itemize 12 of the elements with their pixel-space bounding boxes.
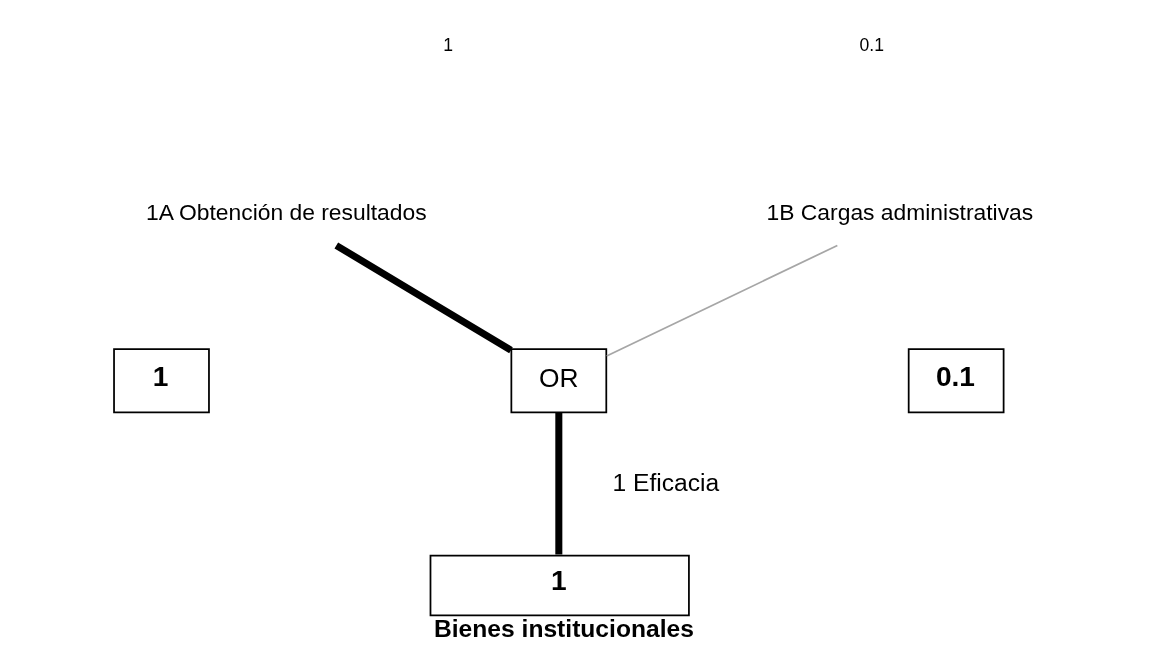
connector xyxy=(605,244,838,357)
node-text: 1B Cargas administrativas xyxy=(766,198,1033,225)
node-text: 1A Obtención de resultados xyxy=(145,198,427,225)
node-box: OR xyxy=(510,348,607,414)
edge-label: 1 Eficacia xyxy=(611,468,719,496)
node-box: 1 xyxy=(429,554,690,617)
connector xyxy=(334,242,513,354)
label: 0.1 xyxy=(859,35,884,56)
node-box: 1 xyxy=(112,348,210,414)
node-box: 0.1 xyxy=(907,348,1004,414)
label: 1 xyxy=(442,35,453,56)
node-label: Bienes institucionales xyxy=(433,614,694,642)
